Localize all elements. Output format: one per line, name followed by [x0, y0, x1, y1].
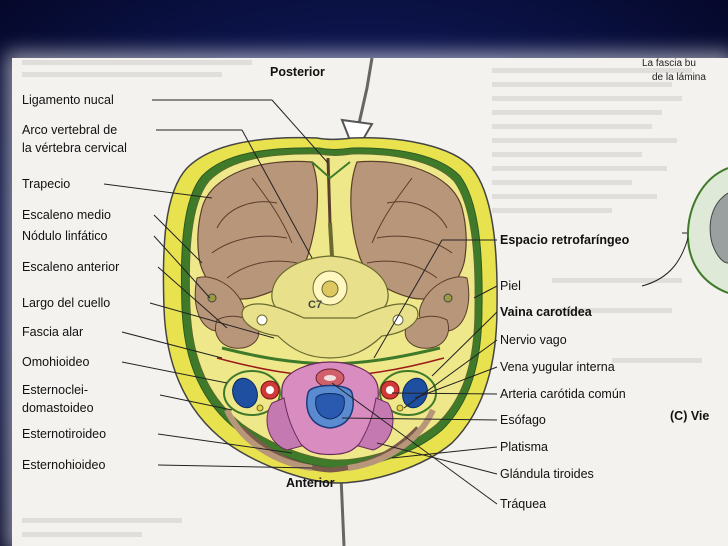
- left-leader-lines: [103, 99, 329, 469]
- label-esofago: Esófago: [500, 413, 546, 427]
- anterior-label: Anterior: [286, 476, 335, 490]
- corner-note-line-1: La fascia bu: [642, 58, 696, 69]
- label-fascia-alar: Fascia alar: [22, 325, 83, 339]
- c7-vertebra: [241, 222, 419, 359]
- label-glandula-tiroides: Glándula tiroides: [500, 467, 594, 481]
- label-esternotiroideo: Esternotiroideo: [22, 427, 106, 441]
- label-traquea: Tráquea: [500, 497, 546, 511]
- label-nodulo-linfatico: Nódulo linfático: [22, 229, 108, 243]
- corner-note-line-2: de la lámina: [652, 72, 706, 83]
- right-carotid-sheath: [379, 370, 437, 416]
- label-arteria-carotida-comun: Arteria carótida común: [500, 387, 626, 401]
- right-leader-lines: [331, 232, 712, 505]
- label-largo-del-cuello: Largo del cuello: [22, 296, 110, 310]
- background-text-texture: [22, 60, 702, 537]
- lymph-node: [207, 293, 217, 303]
- view-arrow-shaft: [356, 58, 374, 129]
- label-espacio-retrofaringeo: Espacio retrofaríngeo: [500, 233, 630, 247]
- label-piel: Piel: [500, 279, 521, 293]
- label-ligamento-nucal: Ligamento nucal: [22, 93, 114, 107]
- side-view-caption: (C) Vie: [670, 409, 709, 423]
- label-esternohioideo: Esternohioideo: [22, 458, 105, 472]
- c7-label: C7: [308, 299, 322, 311]
- label-nervio-vago: Nervio vago: [500, 333, 567, 347]
- label-platisma: Platisma: [500, 440, 548, 454]
- label-omohioideo: Omohioideo: [22, 355, 89, 369]
- label-esternocleidomastoideo-1: Esternoclei-: [22, 383, 88, 397]
- neck-cross-section-diagram: Posterior Anterior C7 Ligamento nucal Ar…: [22, 58, 728, 546]
- nuchal-ligament: [326, 157, 332, 224]
- textbook-page: Posterior Anterior C7 Ligamento nucal Ar…: [12, 58, 728, 546]
- left-carotid-sheath: [223, 370, 281, 416]
- side-view-sketch: [686, 167, 728, 294]
- label-escaleno-anterior: Escaleno anterior: [22, 260, 119, 274]
- posterior-muscle-mass: [194, 160, 470, 349]
- label-vaina-carotidea: Vaina carotídea: [500, 305, 593, 319]
- posterior-label: Posterior: [270, 65, 325, 79]
- label-escaleno-medio: Escaleno medio: [22, 208, 111, 222]
- label-arco-vertebral-2: la vértebra cervical: [22, 141, 127, 155]
- label-trapecio: Trapecio: [22, 177, 70, 191]
- visceral-compartment: [266, 361, 394, 456]
- label-vena-yugular-interna: Vena yugular interna: [500, 360, 615, 374]
- label-arco-vertebral-1: Arco vertebral de: [22, 123, 117, 137]
- label-esternocleidomastoideo-2: domastoideo: [22, 401, 94, 415]
